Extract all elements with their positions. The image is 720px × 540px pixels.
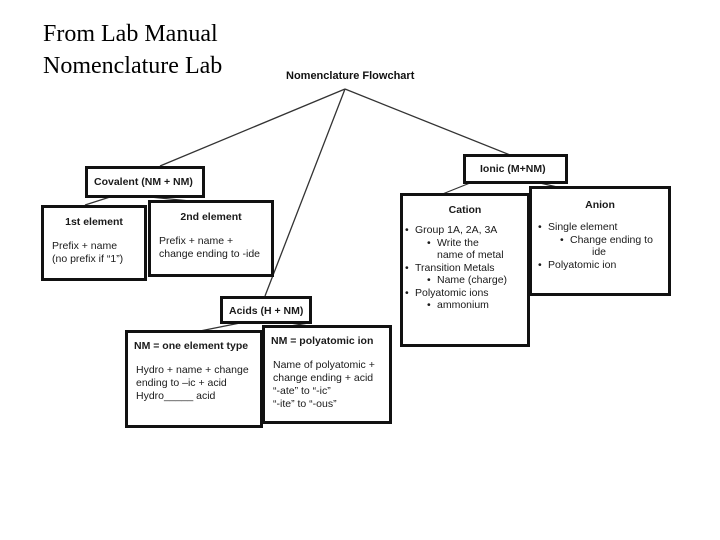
covalent-first-element-box: 1st element Prefix + name (no prefix if … — [41, 205, 147, 281]
acids-one-element-box: NM = one element type Hydro + name + cha… — [125, 330, 263, 428]
acids-polyatomic-box: NM = polyatomic ion Name of polyatomic +… — [262, 325, 392, 424]
cation-box: Cation •Group 1A, 2A, 3A •Write the name… — [400, 193, 530, 347]
second-element-line-2: change ending to -ide — [159, 248, 260, 260]
polyatomic-body: Name of polyatomic + change ending + aci… — [265, 357, 389, 413]
flowchart-title: Nomenclature Flowchart — [286, 70, 415, 82]
acids-header: Acids (H + NM) — [229, 305, 304, 317]
first-element-line-1: Prefix + name — [52, 240, 118, 252]
slide-title-line-1: From Lab Manual — [43, 21, 218, 47]
ionic-header: Ionic (M+NM) — [480, 163, 546, 175]
covalent-header: Covalent (NM + NM) — [94, 176, 193, 188]
cation-item-6: •Polyatomic ions — [405, 286, 489, 299]
cation-item-7: •ammonium — [427, 299, 489, 311]
covalent-second-element-box: 2nd element Prefix + name + change endin… — [148, 200, 274, 277]
cation-item-4: •Transition Metals — [405, 261, 495, 274]
second-element-line-1: Prefix + name + — [159, 235, 234, 247]
anion-heading: Anion — [585, 199, 615, 211]
connector-to-acids — [264, 88, 346, 297]
polyatomic-line-3: “-ate” to “-ic” — [273, 385, 331, 397]
connector-covalent-first — [84, 196, 111, 206]
anion-item-1: •Single element — [538, 221, 618, 233]
anion-item-2: •Change ending to — [560, 233, 653, 246]
cation-item-1: •Group 1A, 2A, 3A — [405, 224, 498, 236]
cation-item-3: name of metal — [437, 249, 504, 261]
one-element-heading: NM = one element type — [134, 340, 249, 352]
connector-acids-one — [199, 322, 241, 332]
first-element-line-2: (no prefix if “1”) — [52, 253, 124, 265]
connector-to-covalent — [159, 88, 346, 167]
anion-box: Anion •Single element •Change ending to … — [529, 186, 671, 296]
one-element-body: Hydro + name + change ending to –ic + ac… — [128, 362, 260, 405]
acids-box: Acids (H + NM) — [220, 296, 312, 324]
cation-list: •Group 1A, 2A, 3A •Write the name of met… — [403, 224, 527, 312]
polyatomic-line-1: Name of polyatomic + — [273, 359, 375, 371]
polyatomic-line-2: change ending + acid — [273, 372, 374, 384]
first-element-heading: 1st element — [65, 216, 123, 228]
ionic-box: Ionic (M+NM) — [463, 154, 568, 184]
second-element-heading: 2nd element — [180, 211, 242, 223]
polyatomic-heading: NM = polyatomic ion — [271, 335, 374, 347]
second-element-body: Prefix + name + change ending to -ide — [151, 233, 271, 263]
one-element-line-3: Hydro_____ acid — [136, 390, 216, 402]
anion-list: •Single element •Change ending to ide •P… — [532, 221, 668, 271]
cation-item-5: •Name (charge) — [427, 274, 508, 286]
slide-title-line-2: Nomenclature Lab — [43, 53, 223, 79]
polyatomic-line-4: “-ite” to “-ous” — [273, 398, 337, 410]
one-element-line-2: ending to –ic + acid — [136, 377, 227, 389]
one-element-line-1: Hydro + name + change — [136, 364, 249, 376]
anion-item-3: ide — [592, 246, 607, 258]
cation-heading: Cation — [448, 204, 482, 216]
connector-to-ionic — [344, 88, 511, 156]
cation-item-2: •Write the — [427, 236, 479, 249]
anion-item-4: •Polyatomic ion — [538, 258, 617, 271]
slide-title: From Lab Manual Nomenclature Lab — [43, 18, 222, 82]
first-element-body: Prefix + name (no prefix if “1”) — [44, 238, 144, 268]
covalent-box: Covalent (NM + NM) — [85, 166, 205, 198]
